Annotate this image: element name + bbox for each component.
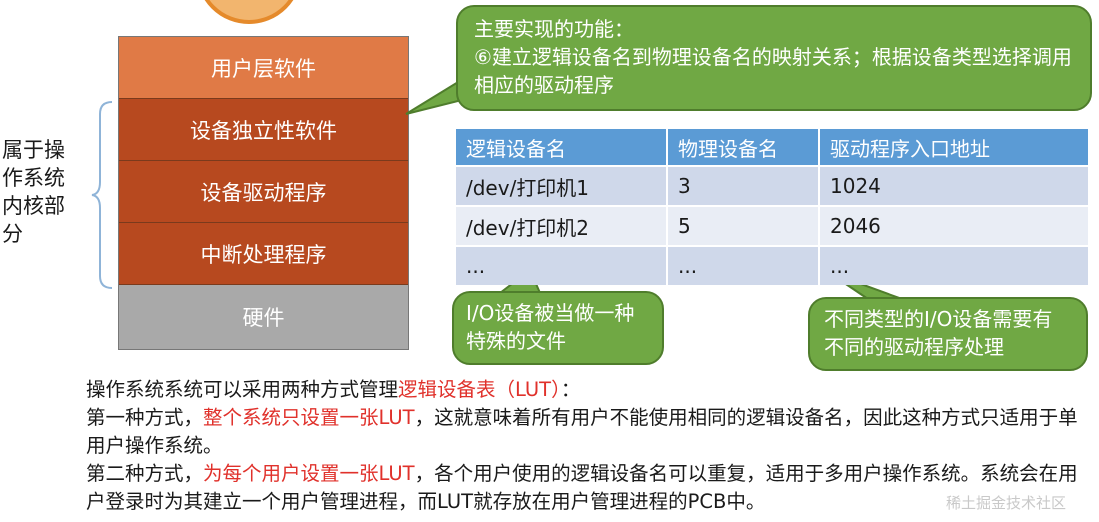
method-one-text: ，这就意味着所有用户不能使用相同的逻辑设备名，因此这种方式只适用于单用户操作系统… — [86, 406, 1078, 457]
function-callout: 主要实现的功能： ⑥建立逻辑设备名到物理设备名的映射关系；根据设备类型选择调用相… — [456, 5, 1092, 111]
table-cell: 2046 — [819, 205, 1090, 246]
kernel-brace-icon — [91, 101, 113, 289]
driver-callout: 不同类型的I/O设备需要有不同的驱动程序处理 — [808, 297, 1088, 371]
lut-intro-colon: ： — [560, 378, 581, 401]
layer-device-driver: 设备驱动程序 — [119, 161, 408, 223]
io-software-layer-stack: 用户层软件 设备独立性软件 设备驱动程序 中断处理程序 硬件 — [118, 36, 409, 350]
column-header-physical-name: 物理设备名 — [667, 129, 820, 166]
table-cell: ... — [456, 245, 668, 285]
layer-hardware: 硬件 — [119, 285, 408, 349]
layer-device-independent-software: 设备独立性软件 — [119, 99, 408, 161]
table-cell: /dev/打印机2 — [456, 205, 668, 246]
lut-intro-text: 操作系统系统可以采用两种方式管理 — [86, 378, 399, 401]
method-one-paragraph: 第一种方式，整个系统只设置一张LUT，这就意味着所有用户不能使用相同的逻辑设备名… — [86, 404, 1096, 460]
layer-user-software: 用户层软件 — [119, 37, 408, 99]
layer-interrupt-handler: 中断处理程序 — [119, 223, 408, 285]
table-cell: 1024 — [819, 165, 1090, 206]
special-file-callout: I/O设备被当做一种特殊的文件 — [452, 291, 664, 365]
method-one-highlight: 整个系统只设置一张LUT — [203, 406, 415, 429]
logical-device-table: 逻辑设备名 物理设备名 驱动程序入口地址 /dev/打印机1 3 1024 /d… — [456, 129, 1090, 285]
lut-explanation: 操作系统系统可以采用两种方式管理逻辑设备表（LUT）： 第一种方式，整个系统只设… — [86, 376, 1096, 516]
method-two-highlight: 为每个用户设置一张LUT — [203, 462, 415, 485]
method-one-label: 第一种方式， — [86, 406, 204, 429]
method-two-label: 第二种方式， — [86, 462, 204, 485]
table-row: ... ... ... — [456, 245, 1090, 285]
function-callout-body: ⑥建立逻辑设备名到物理设备名的映射关系；根据设备类型选择调用相应的驱动程序 — [474, 45, 1072, 97]
column-header-driver-entry: 驱动程序入口地址 — [819, 129, 1090, 166]
kernel-part-label: 属于操作系统内核部分 — [2, 138, 65, 246]
table-cell: 5 — [667, 205, 820, 246]
table-cell: 3 — [667, 165, 820, 206]
table-row: /dev/打印机2 5 2046 — [456, 205, 1090, 246]
lut-term: 逻辑设备表（LUT） — [398, 378, 561, 401]
method-two-text: ，各个用户使用的逻辑设备名可以重复，适用于多用户操作系统。系统会在用户登录时为其… — [86, 462, 1078, 513]
table-cell: ... — [667, 245, 820, 285]
table-header-row: 逻辑设备名 物理设备名 驱动程序入口地址 — [456, 129, 1090, 166]
watermark: 稀土掘金技术社区 — [946, 494, 1067, 512]
lut-intro-paragraph: 操作系统系统可以采用两种方式管理逻辑设备表（LUT）： — [86, 376, 1096, 404]
table-row: /dev/打印机1 3 1024 — [456, 165, 1090, 206]
method-two-paragraph: 第二种方式，为每个用户设置一张LUT，各个用户使用的逻辑设备名可以重复，适用于多… — [86, 460, 1096, 516]
column-header-logical-name: 逻辑设备名 — [456, 129, 668, 166]
function-callout-title: 主要实现的功能： — [474, 17, 634, 41]
table-cell: ... — [819, 245, 1090, 285]
table-cell: /dev/打印机1 — [456, 165, 668, 206]
